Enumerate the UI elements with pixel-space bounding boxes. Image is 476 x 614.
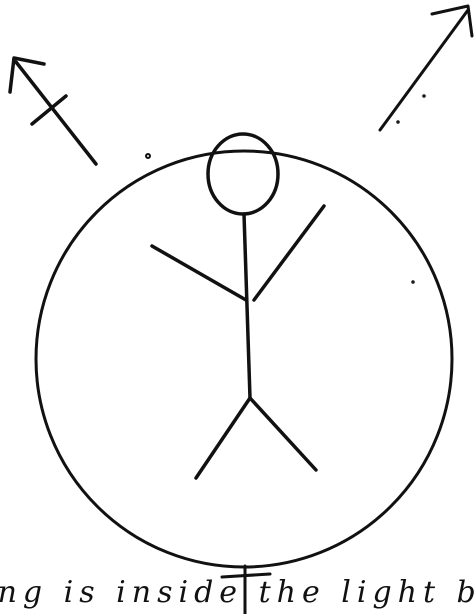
upper-left-arrow [10, 58, 96, 164]
stick-figure-body [244, 214, 250, 398]
stick-figure-right-leg [250, 398, 316, 470]
stick-figure [152, 134, 324, 478]
speck-mark [423, 95, 425, 97]
stick-figure-head [208, 134, 278, 214]
speck-mark [412, 281, 414, 283]
speck-mark [397, 121, 399, 123]
stick-figure-right-arm [254, 206, 324, 300]
stick-figure-left-arm [152, 246, 246, 300]
smudge-mark [146, 154, 150, 158]
upper-right-arrow [380, 6, 472, 130]
handwritten-caption: ing is inside the light bo [0, 578, 476, 608]
stick-figure-left-leg [196, 398, 250, 478]
